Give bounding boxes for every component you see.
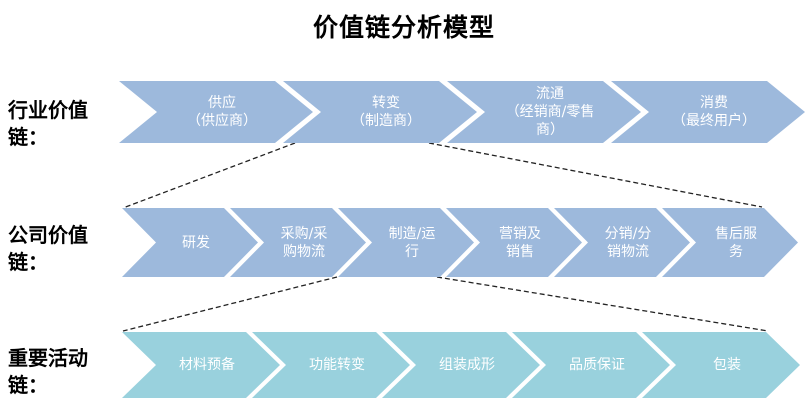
dashed-connector-company-to-activity-right [436,276,769,332]
industry-chevron-strip: 供应 （供应商） 转变 （制造商） 流通 （经销商/零售 商） 消费 （最终用户… [119,81,805,143]
row-label-activity: 重要活动 链： [8,346,88,397]
chevron-supply: 供应 （供应商） [119,81,313,143]
chevron-material-preparation: 材料预备 [122,332,280,398]
row-label-company: 公司价值 链： [8,223,88,274]
dashed-connector-industry-to-company-left [122,142,296,209]
chevron-rnd: 研发 [122,208,258,277]
diagram-title: 价值链分析模型 [312,13,495,42]
row-label-industry: 行业价值 链： [8,98,88,149]
company-chevron-strip: 研发 采购/采 购物流 制造/运 行 营销及 销售 分销/分 销物流 售后服 务 [122,208,798,277]
dashed-connector-industry-to-company-right [428,142,763,208]
dashed-connector-company-to-activity-left [122,276,338,332]
activity-chevron-strip: 材料预备 功能转变 组装成形 品质保证 包装 [122,332,800,398]
